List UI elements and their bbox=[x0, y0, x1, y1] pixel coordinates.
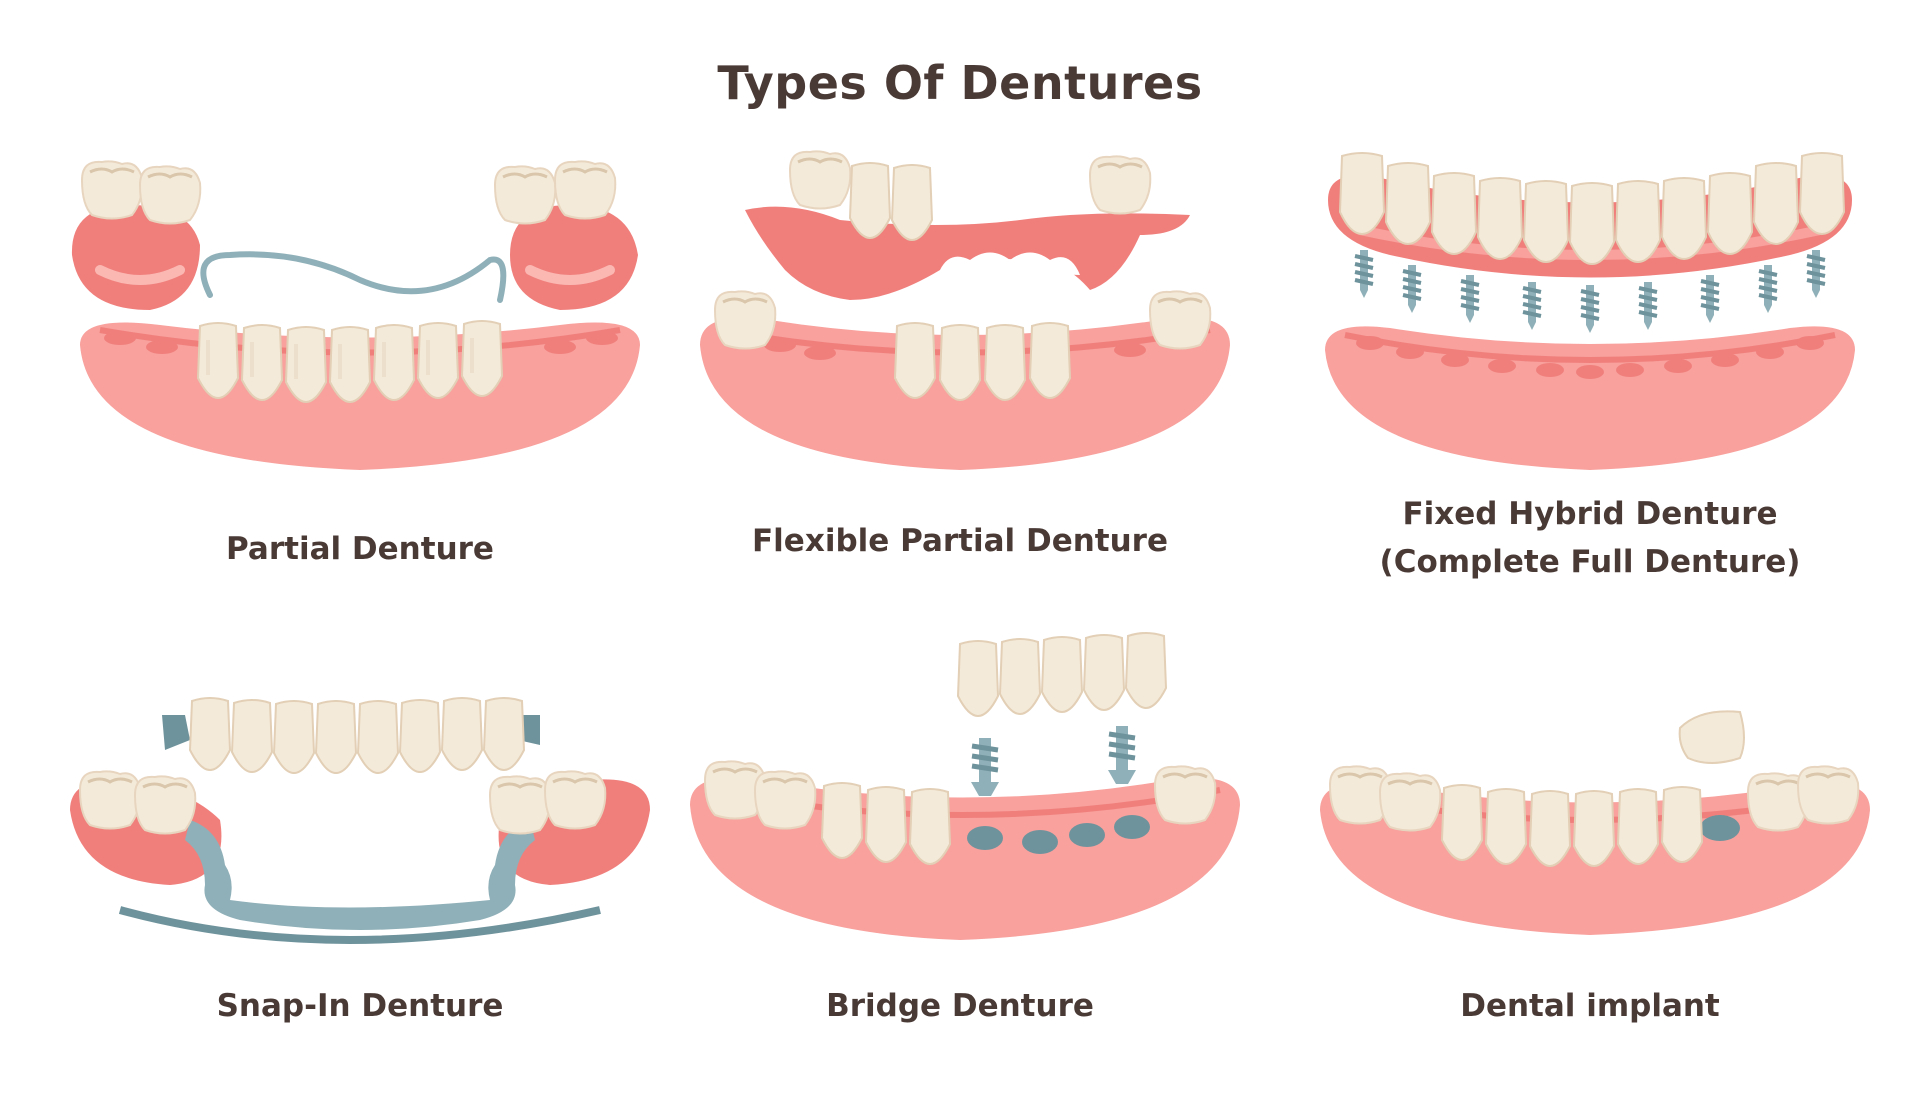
caption-bridge-denture: Bridge Denture bbox=[826, 988, 1094, 1024]
panel-partial-denture: Partial Denture bbox=[40, 159, 680, 600]
flexible-partial-denture-illustration bbox=[700, 149, 1230, 470]
fixed-hybrid-denture-illustration bbox=[1325, 152, 1855, 470]
dental-implant-illustration bbox=[1320, 710, 1870, 935]
caption-snap-in-denture: Snap-In Denture bbox=[216, 988, 504, 1024]
panel-bridge-denture: Bridge Denture bbox=[640, 630, 1280, 1100]
panel-dental-implant: Dental implant bbox=[1270, 700, 1910, 1100]
caption-partial-denture: Partial Denture bbox=[226, 531, 494, 567]
panel-fixed-hybrid-denture: Fixed Hybrid Denture (Complete Full Dent… bbox=[1270, 140, 1910, 600]
snap-in-denture-illustration bbox=[70, 697, 650, 944]
caption-dental-implant: Dental implant bbox=[1460, 988, 1720, 1024]
caption-fixed-hybrid-line1: Fixed Hybrid Denture bbox=[1402, 496, 1778, 532]
caption-fixed-hybrid-line2: (Complete Full Denture) bbox=[1379, 544, 1801, 580]
partial-denture-illustration bbox=[71, 159, 640, 470]
panel-snap-in-denture: Snap-In Denture bbox=[40, 680, 680, 1100]
bridge-denture-illustration bbox=[690, 632, 1240, 940]
panel-flexible-partial-denture: Flexible Partial Denture bbox=[640, 149, 1280, 600]
page-title: Types Of Dentures bbox=[717, 56, 1203, 110]
caption-flexible-partial-denture: Flexible Partial Denture bbox=[752, 523, 1168, 559]
